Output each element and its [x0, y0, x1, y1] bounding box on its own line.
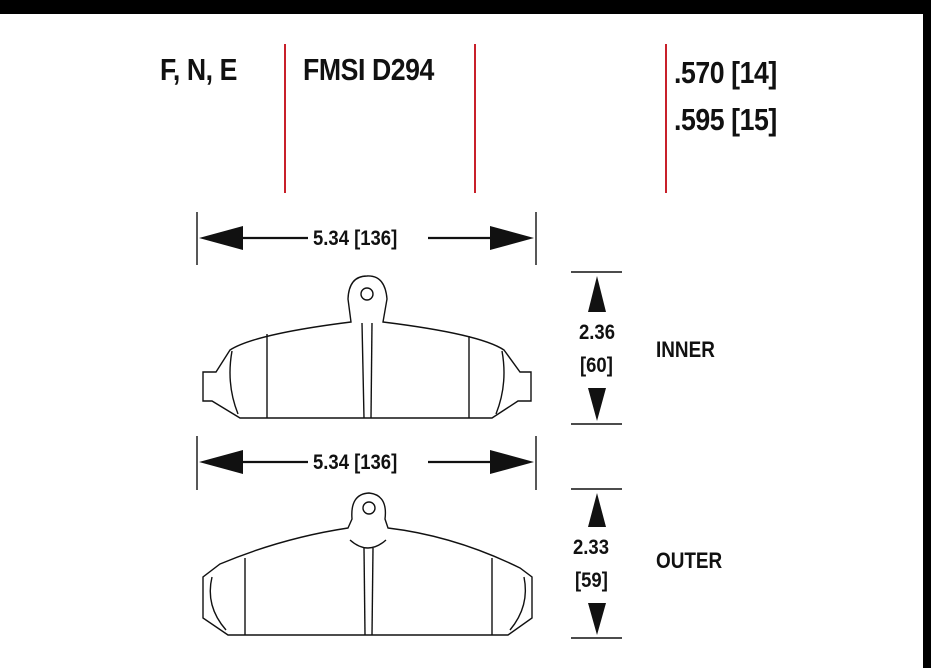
- arrow-up-icon: [588, 493, 606, 527]
- arrow-up-icon: [588, 276, 606, 312]
- arrow-right-icon: [490, 450, 534, 474]
- outer-height-dimension: [571, 488, 622, 639]
- arrow-left-icon: [199, 450, 243, 474]
- compound-codes: F, N, E: [160, 52, 237, 87]
- inner-height-inches: 2.36: [579, 321, 615, 344]
- arrow-left-icon: [199, 226, 243, 250]
- header-divider-2: [474, 44, 476, 193]
- thickness-value-1: .570 [14]: [674, 55, 777, 90]
- inner-width-label: 5.34 [136]: [313, 227, 398, 250]
- outer-height-inches: 2.33: [573, 536, 609, 559]
- arrow-down-icon: [588, 388, 606, 421]
- arrow-down-icon: [588, 603, 606, 635]
- outer-height-mm: [59]: [575, 569, 608, 592]
- thickness-value-2: .595 [15]: [674, 102, 777, 137]
- inner-pad-outline: [202, 275, 532, 419]
- drawing-sheet: [0, 14, 923, 668]
- outer-width-label: 5.34 [136]: [313, 451, 398, 474]
- inner-width-dimension: [196, 212, 537, 265]
- outer-width-dimension: [196, 436, 537, 490]
- inner-height-dimension: [571, 271, 622, 425]
- inner-label: INNER: [656, 337, 715, 362]
- header-divider-3: [665, 44, 667, 193]
- outer-pad-outline: [202, 492, 533, 636]
- inner-height-mm: [60]: [580, 354, 613, 377]
- header-divider-1: [284, 44, 286, 193]
- outer-label: OUTER: [656, 548, 723, 573]
- fmsi-number: FMSI D294: [303, 52, 434, 87]
- arrow-right-icon: [490, 226, 534, 250]
